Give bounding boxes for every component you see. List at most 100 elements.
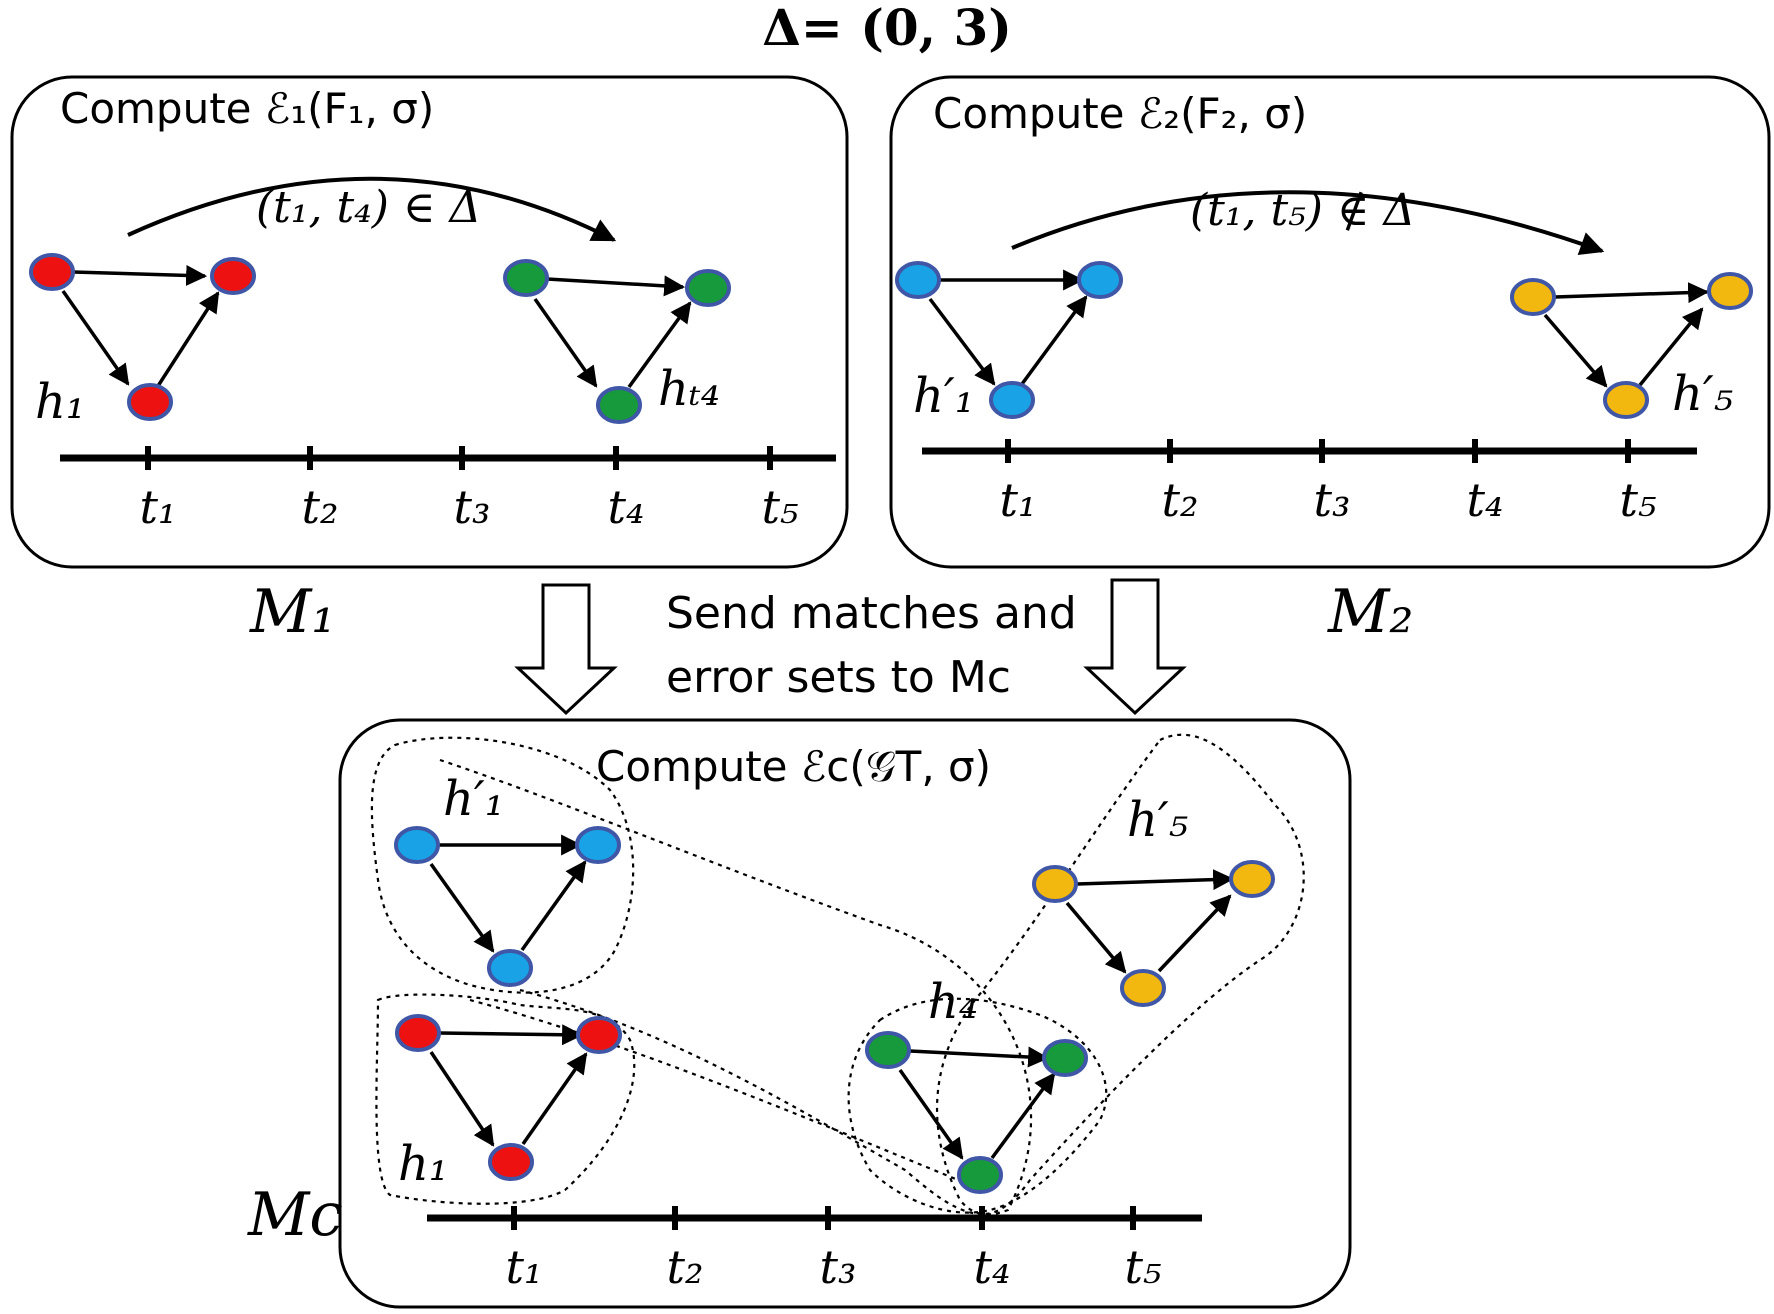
graph-node-blue — [394, 826, 440, 864]
graph-node-red — [210, 257, 256, 295]
panel-m2-compute-label: Compute ℰ₂(F₂, σ) — [933, 89, 1307, 138]
edge — [898, 1068, 964, 1160]
panel-m2: Compute ℰ₂(F₂, σ) (t₁, t₅) ∉ Δ h′₁ h′₅ t… — [889, 75, 1771, 569]
transfer-text-line2: error sets to Mc — [666, 652, 1011, 703]
time-tick-label: t₅ — [1620, 473, 1657, 527]
graph-node-red — [127, 383, 173, 421]
panel-m1-relation-label: (t₁, t₄) ∈ Δ — [256, 182, 481, 233]
edge — [928, 297, 996, 386]
edge — [627, 301, 692, 389]
match-group-green-hull — [847, 997, 1108, 1214]
time-tick-label: t₁ — [1000, 473, 1037, 527]
graph-node-green — [865, 1031, 911, 1069]
edge — [990, 1072, 1056, 1160]
time-tick-label: t₂ — [667, 1240, 704, 1294]
time-tick-label: t₁ — [506, 1240, 543, 1294]
cross-group-hull-upper — [439, 758, 1033, 1216]
graph-node-yellow — [1120, 969, 1166, 1007]
time-tick-label: t₃ — [1314, 473, 1351, 527]
graph-node-green — [503, 259, 549, 297]
time-tick-label: t₁ — [140, 480, 177, 534]
panel-m2-timeline: t₁ t₂ t₃ t₄ t₅ — [922, 439, 1697, 527]
graph-node-red — [29, 253, 75, 291]
cross-group-hull-lower — [469, 998, 959, 1182]
send-arrow-m2 — [1083, 578, 1187, 716]
graph-node-blue — [1077, 261, 1123, 299]
graph-node-green — [685, 269, 731, 307]
match-group-yellow-hull — [936, 733, 1305, 1215]
edge — [546, 275, 686, 297]
edge — [520, 860, 587, 952]
panel-mc-green-graph-label: h₄ — [928, 974, 978, 1030]
graph-node-blue — [989, 381, 1035, 419]
graph-node-blue — [487, 949, 533, 987]
edge — [1020, 295, 1088, 386]
panel-m2-right-graph-label: h′₅ — [1672, 366, 1733, 422]
graph-node-yellow — [1229, 860, 1275, 898]
edge — [533, 297, 598, 388]
time-tick-label: t₃ — [820, 1240, 857, 1294]
edge — [1065, 901, 1127, 974]
panel-mc-yellow-graph — [1032, 860, 1275, 1007]
panel-mc-yellow-graph-label: h′₅ — [1127, 792, 1188, 848]
edge — [1638, 307, 1704, 387]
send-arrow-m1 — [514, 583, 618, 716]
time-tick-label: t₅ — [762, 480, 799, 534]
graph-node-yellow — [1032, 865, 1078, 903]
time-tick-label: t₄ — [974, 1240, 1011, 1294]
panel-m1-match-arrow — [127, 176, 617, 242]
panel-m2-relation-label: (t₁, t₅) ∉ Δ — [1190, 185, 1415, 236]
panel-m1-left-graph-label: h₁ — [35, 374, 85, 430]
panel-mc-red-graph — [395, 1014, 622, 1181]
edge — [429, 1051, 495, 1147]
time-tick-label: t₃ — [454, 480, 491, 534]
panel-mc-red-graph-label: h₁ — [398, 1136, 448, 1192]
machine-label-m1: M₁ — [249, 577, 336, 647]
edge — [1157, 894, 1232, 973]
graph-node-yellow — [1510, 278, 1556, 316]
graph-node-blue — [575, 826, 621, 864]
edge — [429, 862, 495, 953]
graph-node-green — [1042, 1039, 1088, 1077]
panel-m2-yellow-graph — [1510, 272, 1753, 419]
panel-m1-frame — [10, 75, 849, 569]
panel-m1-timeline: t₁ t₂ t₃ t₄ t₅ — [60, 446, 836, 534]
transfer-text-line1: Send matches and — [666, 588, 1077, 639]
panel-m1: Compute ℰ₁(F₁, σ) (t₁, t₄) ∈ Δ h₁ hₜ₄ t₁… — [10, 75, 849, 569]
graph-node-yellow — [1603, 381, 1649, 419]
panel-mc-green-graph — [865, 1031, 1088, 1194]
graph-node-blue — [895, 261, 941, 299]
time-ticks: t₁ t₂ t₃ t₄ t₅ — [140, 446, 799, 534]
graph-node-red — [395, 1014, 441, 1052]
edge — [909, 1046, 1050, 1068]
panel-m2-frame — [889, 75, 1771, 569]
time-tick-label: t₄ — [1467, 473, 1504, 527]
edge — [1076, 869, 1235, 891]
panel-m1-right-graph-label: hₜ₄ — [658, 361, 720, 417]
graph-node-red — [576, 1016, 622, 1054]
panel-m1-green-graph — [503, 259, 731, 424]
machine-label-m2: M₂ — [1327, 577, 1414, 647]
edge — [61, 289, 130, 386]
panel-mc-frame — [338, 718, 1352, 1309]
time-tick-label: t₂ — [1162, 473, 1199, 527]
delta-interval-label: Δ= (0, 3) — [762, 0, 1012, 57]
edge — [521, 1052, 588, 1146]
panel-mc-blue-graph — [394, 826, 621, 987]
panel-m1-red-graph — [29, 253, 256, 421]
panel-m2-nonmatch-arrow — [1011, 190, 1605, 255]
time-tick-label: t₂ — [302, 480, 339, 534]
time-ticks: t₁ t₂ t₃ t₄ t₅ — [1000, 439, 1657, 527]
time-tick-label: t₄ — [608, 480, 645, 534]
graph-node-red — [488, 1143, 534, 1181]
match-group-blue-hull — [370, 736, 635, 994]
edge — [1543, 313, 1608, 388]
panel-mc-compute-label: Compute ℰc(𝒢T, σ) — [596, 742, 991, 791]
edge — [439, 1024, 584, 1046]
graph-node-yellow — [1707, 272, 1753, 310]
graph-node-green — [957, 1156, 1003, 1194]
